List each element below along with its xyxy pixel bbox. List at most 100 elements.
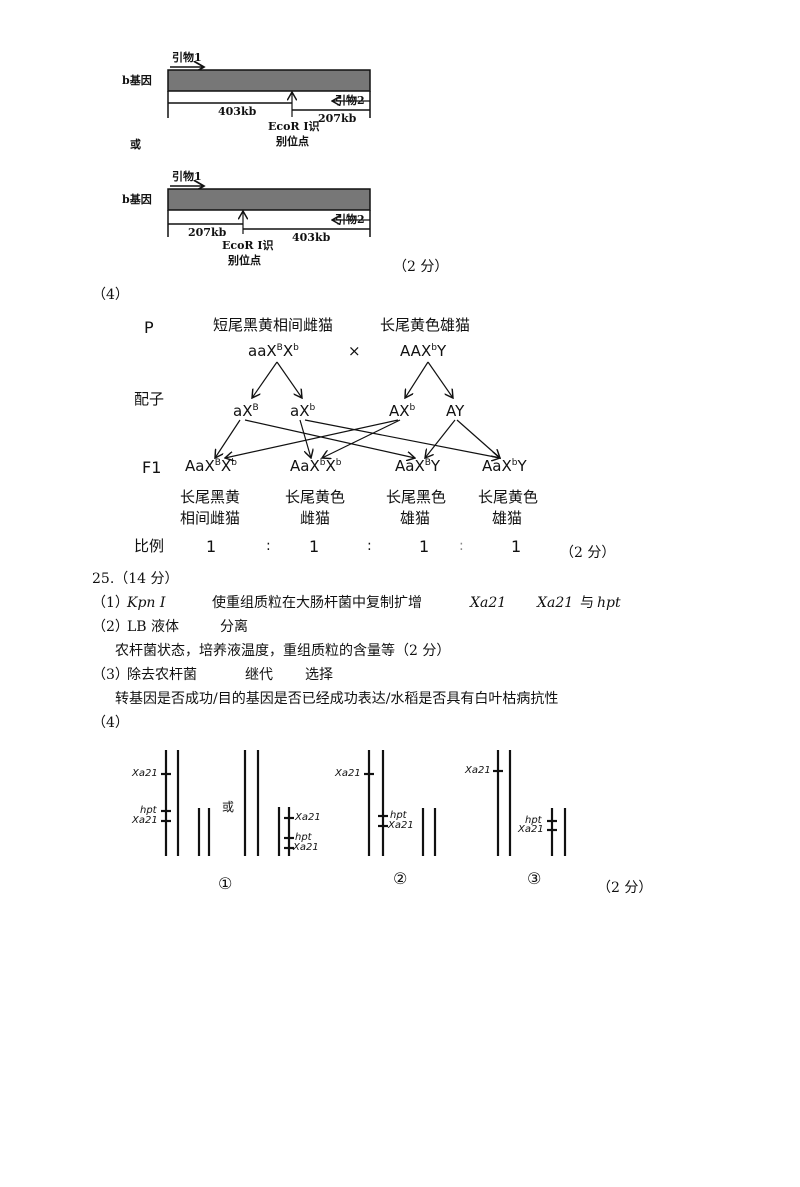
gene-label-xa21: Xa21 [518, 824, 544, 835]
genotype-text: Y [430, 457, 441, 475]
answer-text: 农杆菌状态，培养液温度，重组质粒的含量等（2 分） [115, 643, 451, 659]
primer2-label: 引物2 [335, 213, 365, 226]
question-title: 25.（14 分） [92, 571, 179, 587]
answer-number: （4） [92, 715, 129, 731]
or-label: 或 [222, 800, 235, 814]
female-genotype: aaXBXb [248, 344, 299, 359]
allele-superscript: b [293, 343, 299, 353]
case-label: ③ [527, 869, 542, 888]
ratio-value: 1 [511, 537, 522, 556]
gene-name: Xa21 [470, 595, 507, 611]
genotype-text: aX [233, 402, 253, 420]
genotype-text: AAX [400, 342, 432, 360]
answer-text: 与 [580, 595, 594, 611]
gamete: AXb [389, 404, 415, 419]
answer-text: 分离 [220, 619, 248, 635]
male-phenotype: 长尾黄色雄猫 [380, 316, 471, 334]
genotype-text: AaX [290, 457, 320, 475]
genotype-text: AaX [185, 457, 215, 475]
score: （2 分） [560, 545, 616, 561]
length-left: 403kb [218, 105, 257, 118]
marker-name: hpt [597, 595, 621, 611]
genotype-text: AaX [482, 457, 512, 475]
allele-superscript: B [276, 343, 283, 353]
primer2-label: 引物2 [335, 94, 365, 107]
offspring-genotype: AaXBXb [185, 459, 237, 474]
allele-superscript: b [335, 458, 342, 468]
ratio-value: 1 [309, 537, 320, 556]
ecori-site-label: EcoR I识 [222, 239, 274, 252]
genotype-text: aX [290, 402, 310, 420]
or-label: 或 [130, 138, 141, 151]
parent-label: P [144, 318, 154, 337]
allele-superscript: B [214, 458, 221, 468]
answer-number: （2） [92, 619, 129, 635]
offspring-phenotype: 长尾黄色 [478, 488, 539, 506]
allele-superscript: b [511, 458, 518, 468]
allele-superscript: b [431, 343, 437, 353]
allele-superscript: b [409, 403, 416, 413]
length-right: 207kb [318, 112, 357, 125]
ratio-colon: : [459, 538, 464, 554]
case-label: ② [393, 869, 408, 888]
genotype-text: X [282, 342, 294, 360]
female-phenotype: 短尾黑黄相间雌猫 [213, 316, 334, 334]
ratio-colon: : [266, 538, 271, 554]
genotype-text: X [220, 457, 232, 475]
gamete: aXb [290, 404, 315, 419]
genotype-text: aaX [248, 342, 277, 360]
answer-text: 继代 [245, 667, 273, 683]
allele-superscript: b [231, 458, 237, 468]
gene-label-hpt: hpt [295, 832, 312, 843]
primer1-label: 引物1 [172, 170, 202, 183]
allele-superscript: B [252, 403, 259, 413]
cross-symbol: × [348, 342, 361, 360]
chromosome-diagram [161, 750, 567, 856]
gene-label-hpt: hpt [390, 810, 407, 821]
offspring-phenotype: 雌猫 [300, 509, 331, 527]
genotype-text: AaX [395, 457, 425, 475]
genotype-text: Y [436, 342, 447, 360]
gene-label: b基因 [122, 74, 152, 87]
genotype-text: Y [517, 457, 527, 475]
f1-label: F1 [142, 458, 162, 477]
answer-text: 选择 [305, 667, 333, 683]
gene-name: Xa21 [537, 595, 574, 611]
allele-superscript: B [424, 458, 431, 468]
ecori-site-label-2: 别位点 [228, 254, 261, 267]
ecori-site-label-2: 别位点 [276, 135, 309, 148]
ratio-value: 1 [419, 537, 430, 556]
offspring-genotype: AaXBY [395, 459, 440, 474]
genotype-text: AY [446, 402, 465, 420]
offspring-phenotype: 长尾黑色 [386, 488, 447, 506]
gamete-label: 配子 [134, 390, 165, 408]
question-number: （4） [92, 287, 129, 303]
gene-map-option-2 [167, 186, 371, 237]
length-right: 403kb [292, 231, 331, 244]
answer-text: LB 液体 [127, 619, 180, 635]
offspring-phenotype: 雄猫 [400, 509, 431, 527]
gene-label-xa21: Xa21 [335, 768, 361, 779]
gene-label: b基因 [122, 193, 152, 206]
genotype-text: AX [389, 402, 410, 420]
offspring-genotype: AaXbY [482, 459, 527, 474]
answer-number: （3） [92, 667, 129, 683]
score: （2 分） [597, 880, 653, 896]
ratio-value: 1 [206, 537, 217, 556]
answer-text: 转基因是否成功/目的基因是否已经成功表达/水稻是否具有白叶枯病抗性 [115, 691, 559, 707]
allele-superscript: b [309, 403, 316, 413]
offspring-phenotype: 雄猫 [492, 509, 523, 527]
answer-number: （1） [92, 595, 129, 611]
answer-text: 除去农杆菌 [127, 667, 197, 683]
gene-label-xa21: Xa21 [388, 820, 414, 831]
genotype-text: X [325, 457, 336, 475]
score: （2 分） [393, 259, 449, 275]
offspring-phenotype: 相间雌猫 [180, 509, 241, 527]
offspring-genotype: AaXbXb [290, 459, 341, 474]
ratio-colon: : [367, 538, 372, 554]
gamete: AY [446, 404, 464, 419]
cross-arrows [215, 361, 500, 458]
ecori-site-label: EcoR I识 [268, 120, 320, 133]
gene-label-xa21: Xa21 [132, 815, 158, 826]
